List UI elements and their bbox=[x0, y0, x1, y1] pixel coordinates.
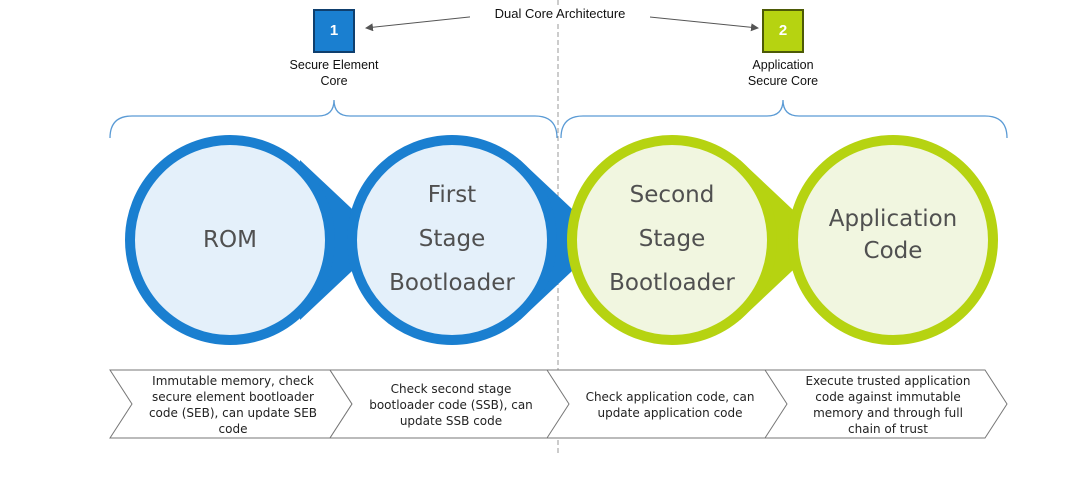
core-2-label-line: Application bbox=[752, 58, 814, 72]
stage-first-bootloader-circle bbox=[347, 135, 557, 345]
core-1-label-line: Core bbox=[320, 74, 348, 88]
diagram-title: Dual Core Architecture bbox=[470, 6, 650, 21]
core-2-label: Application Secure Core bbox=[713, 57, 853, 89]
description-line: memory and through full bbox=[813, 406, 963, 420]
stage-label-line: Stage bbox=[418, 226, 486, 252]
description-line: Check application code, can bbox=[585, 390, 755, 404]
stage-label-line: Second bbox=[629, 182, 715, 208]
stage-rom-circle bbox=[125, 135, 335, 345]
arrow-to-core-1 bbox=[365, 14, 489, 32]
description-line: code bbox=[218, 422, 248, 436]
stage-first-bootloader-label: First Stage Bootloader bbox=[372, 173, 532, 305]
description-line: bootloader code (SSB), can bbox=[369, 398, 533, 412]
description-line: update SSB code bbox=[399, 414, 503, 428]
description-line: code against immutable bbox=[815, 390, 961, 404]
stage-label-line: Stage bbox=[638, 226, 706, 252]
core-2-badge bbox=[762, 9, 804, 53]
description-chevron-4 bbox=[764, 369, 1008, 439]
core-2-number: 2 bbox=[778, 22, 788, 39]
stage-label-line: First bbox=[427, 182, 477, 208]
stage-second-bootloader-circle bbox=[567, 135, 777, 345]
description-text-4: Execute trusted application code against… bbox=[790, 373, 986, 437]
stage-rom-label: ROM bbox=[150, 218, 310, 262]
core-1-label: Secure Element Core bbox=[264, 57, 404, 89]
stage-second-bootloader-label: Second Stage Bootloader bbox=[592, 173, 752, 305]
description-line: Check second stage bbox=[390, 382, 512, 396]
stage-label-line: Bootloader bbox=[609, 270, 735, 296]
description-text-3: Check application code, can update appli… bbox=[572, 389, 768, 421]
stage-label-line: Code bbox=[863, 238, 923, 264]
description-line: secure element bootloader bbox=[152, 390, 314, 404]
description-line: Execute trusted application bbox=[805, 374, 971, 388]
core-1-number: 1 bbox=[329, 22, 339, 39]
stage-label-line: ROM bbox=[203, 227, 257, 253]
stage-label-line: Application bbox=[828, 206, 958, 232]
description-line: update application code bbox=[597, 406, 743, 420]
description-line: code (SEB), can update SEB bbox=[148, 406, 318, 420]
core-1-bracket bbox=[109, 99, 558, 139]
stage-application-label: Application Code bbox=[808, 203, 978, 267]
stage-label-line: Bootloader bbox=[389, 270, 515, 296]
stage-application-circle bbox=[788, 135, 998, 345]
core-1-badge bbox=[313, 9, 355, 53]
core-2-bracket bbox=[560, 99, 1008, 139]
arrow-to-core-2 bbox=[629, 14, 759, 32]
description-text-2: Check second stage bootloader code (SSB)… bbox=[356, 381, 546, 429]
description-line: Immutable memory, check bbox=[152, 374, 314, 388]
description-line: chain of trust bbox=[848, 422, 928, 436]
description-text-1: Immutable memory, check secure element b… bbox=[138, 373, 328, 437]
core-2-label-line: Secure Core bbox=[747, 74, 819, 88]
core-1-label-line: Secure Element bbox=[289, 58, 379, 72]
